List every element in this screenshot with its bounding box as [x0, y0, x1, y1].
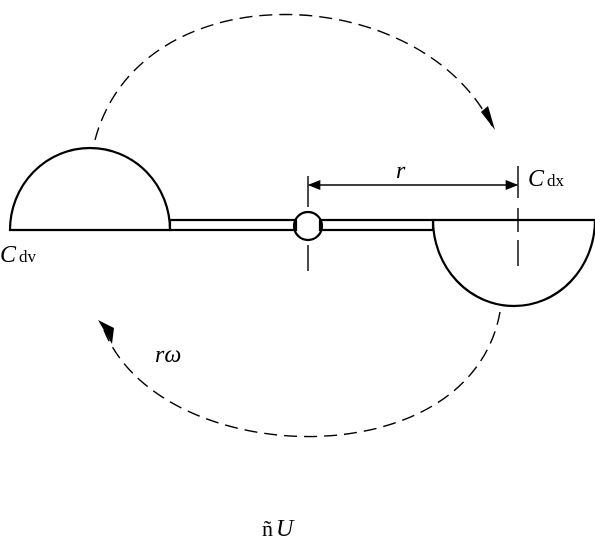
right-cup: [431, 218, 595, 308]
lower-arrowhead: [98, 320, 114, 344]
right-arm: [318, 218, 435, 232]
upper-rotation-arc: [94, 13, 493, 141]
left-arm: [168, 218, 298, 232]
left-cup: [8, 146, 172, 232]
velocity-label: rω: [155, 342, 181, 368]
lower-rotation-arc: [103, 311, 501, 438]
upper-arrowhead: [481, 106, 495, 130]
radius-label: r: [396, 158, 406, 184]
hub: [292, 210, 324, 242]
